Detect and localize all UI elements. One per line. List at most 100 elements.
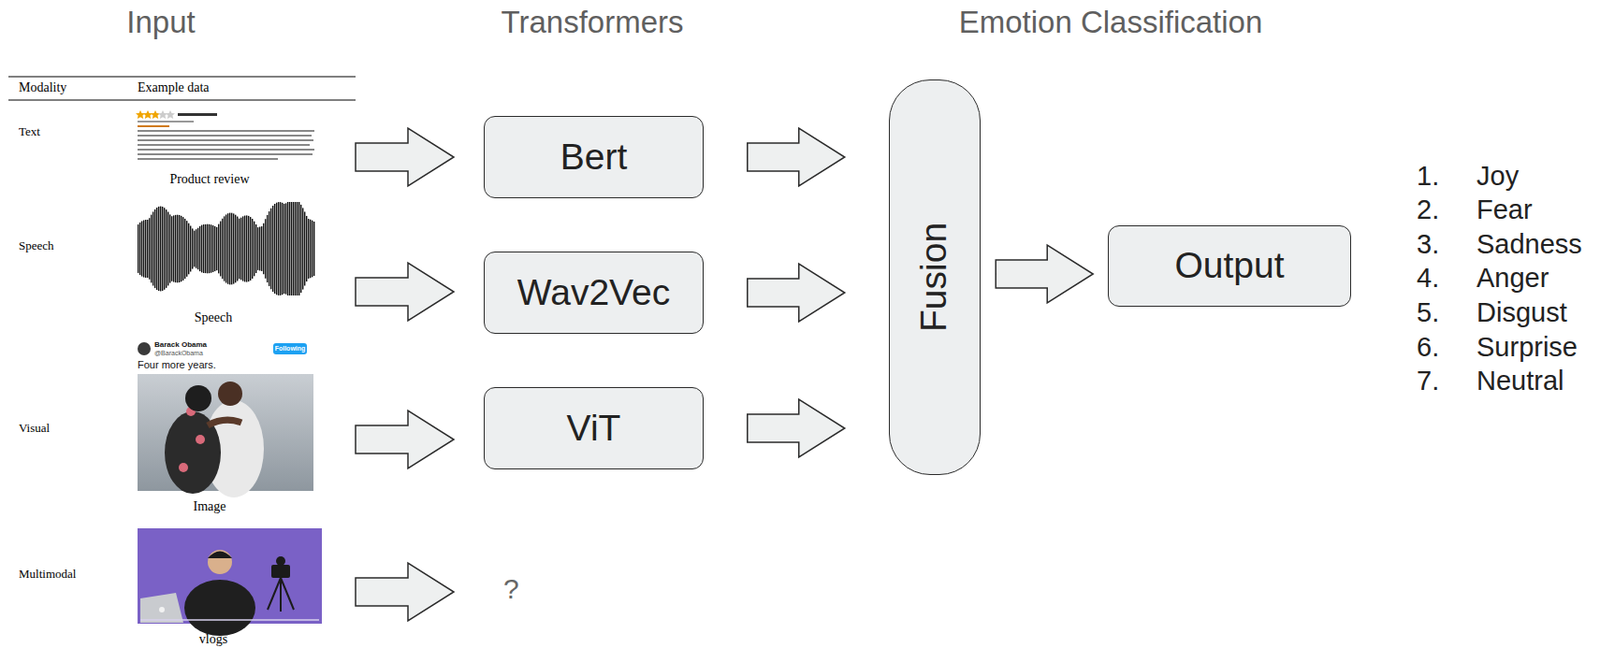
tweet-handle: @BarackObama: [154, 349, 204, 358]
wave-bar: [287, 202, 289, 296]
wave-bar: [279, 202, 281, 296]
block-arrow: [995, 245, 1093, 304]
wave-bar: [277, 202, 279, 296]
list-number: 5.: [1416, 297, 1440, 329]
wave-bar: [203, 224, 204, 274]
modality-name: Visual: [18, 421, 50, 437]
modality-name: Multimodal: [18, 567, 76, 582]
wave-bar: [283, 203, 285, 294]
star: [135, 110, 146, 119]
wave-bar: [137, 224, 139, 274]
emotion-name: Joy: [1476, 160, 1519, 192]
wave-bar: [199, 226, 201, 272]
wave-bar: [298, 202, 300, 296]
wave-bar: [173, 215, 175, 282]
wave-bar: [188, 223, 190, 276]
wave-bar: [212, 225, 214, 273]
wave-bar: [223, 216, 225, 281]
emotion-name: Sadness: [1476, 229, 1583, 261]
review-badge: [137, 125, 170, 128]
review-title: [177, 113, 218, 117]
input-arrow: [355, 262, 454, 321]
wave-bar: [274, 203, 276, 294]
input-arrow: [355, 410, 454, 469]
review-line: [137, 158, 278, 160]
wave-bar: [300, 204, 302, 293]
wave-bar: [231, 213, 233, 286]
wave-bar: [139, 222, 141, 276]
wave-bar: [249, 217, 251, 281]
wave-bar: [182, 217, 184, 281]
emotion-name: Surprise: [1476, 332, 1578, 364]
table-header: Modality: [18, 80, 67, 96]
input-arrows: [355, 128, 454, 622]
laptop-logo: [159, 607, 165, 613]
wave-bar: [206, 224, 208, 275]
wave-bar: [189, 226, 191, 273]
wave-bar: [268, 211, 270, 287]
camera-mic: [276, 556, 286, 567]
star: [150, 110, 160, 119]
node-label: ViT: [567, 408, 622, 450]
wave-bar: [163, 207, 165, 290]
input-arrow: [355, 563, 454, 622]
node-label: Output: [1174, 246, 1284, 287]
table-rule: [8, 100, 356, 102]
wave-bar: [236, 217, 238, 282]
wave-bar: [160, 206, 161, 292]
wave-bar: [313, 221, 315, 277]
wave-bar: [158, 206, 160, 291]
review-illustration: [135, 110, 315, 160]
wave-bar: [247, 216, 249, 282]
wave-bar: [244, 216, 246, 283]
wave-bar: [201, 225, 203, 274]
dress-pattern: [178, 463, 189, 473]
wave-bar: [311, 220, 313, 278]
wave-bar: [218, 224, 219, 275]
speech-waveform: [137, 202, 315, 296]
laptop: [140, 593, 184, 624]
wave-bar: [276, 203, 277, 296]
node-label: Bert: [560, 137, 628, 178]
node-label: Wav2Vec: [517, 273, 670, 314]
wave-bar: [204, 224, 206, 274]
wave-bar: [259, 227, 261, 272]
wave-bar: [281, 203, 283, 295]
review-line: [137, 134, 312, 137]
review-line: [137, 153, 313, 156]
camera: [271, 565, 291, 579]
table-rule: [8, 76, 356, 78]
wave-bar: [261, 226, 262, 272]
wave-bar: [156, 207, 158, 291]
modality-name: Text: [18, 125, 41, 140]
wave-bar: [174, 215, 176, 283]
review-line: [137, 144, 310, 146]
table-header: Example data: [137, 80, 210, 96]
review-line: [137, 148, 315, 151]
woman-head: [185, 385, 212, 412]
wave-bar: [161, 206, 163, 291]
wave-bar: [307, 218, 309, 279]
wave-bar: [225, 214, 227, 283]
emotion-name: Fear: [1476, 194, 1533, 226]
review-line: [137, 139, 314, 142]
star: [158, 110, 168, 119]
wave-bar: [302, 207, 304, 290]
dress-pattern: [195, 435, 205, 445]
example-caption: Product review: [169, 172, 249, 188]
wave-bar: [294, 202, 296, 296]
wave-bar: [289, 202, 291, 296]
wave-bar: [165, 209, 167, 289]
wave-bar: [210, 224, 212, 273]
tweet-author: Barack Obama: [154, 340, 207, 350]
emotion-name: Neutral: [1476, 365, 1565, 397]
wave-bar: [246, 215, 248, 282]
wave-bar: [227, 213, 229, 285]
wave-bar: [180, 216, 182, 282]
wave-bar: [176, 215, 178, 284]
modality-name: Speech: [18, 239, 55, 254]
emotion-name: Disgust: [1476, 297, 1568, 329]
